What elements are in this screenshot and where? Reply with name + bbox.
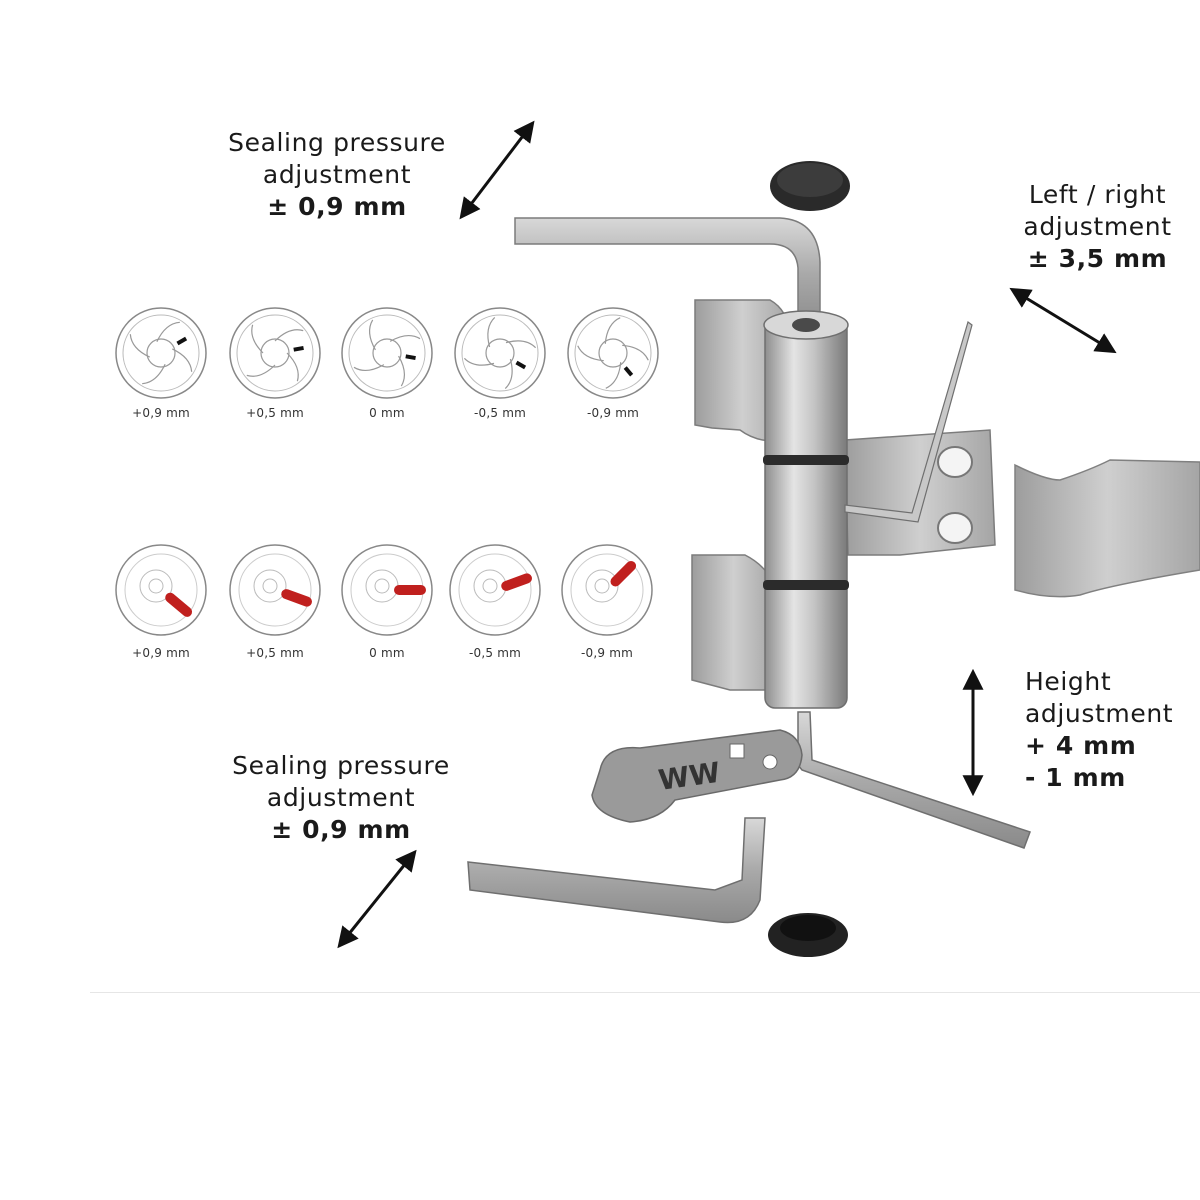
cam-bottom-caption: -0,5 mm: [468, 646, 521, 660]
label-value: + 4 mm: [1025, 731, 1137, 760]
cam-top-3: [454, 307, 546, 399]
cam-bottom-2: [341, 544, 433, 636]
label-line: adjustment: [1025, 699, 1174, 728]
label-line: Height: [1025, 667, 1112, 696]
label-value: ± 0,9 mm: [271, 815, 411, 844]
cam-bottom-caption: +0,5 mm: [246, 646, 304, 660]
seal-top-arrow: [459, 120, 535, 220]
lower-allen-key: [467, 817, 766, 924]
cam-bottom-3: [449, 544, 541, 636]
label-line: Left / right: [1028, 180, 1167, 209]
seal-bottom-arrow: [337, 849, 417, 949]
label-line: Sealing pressure: [228, 128, 446, 157]
cam-top-0: [115, 307, 207, 399]
sash-profile: [1014, 459, 1200, 598]
cam-bottom-1: [229, 544, 321, 636]
cam-bottom-caption: -0,9 mm: [580, 646, 633, 660]
cam-top-caption: -0,5 mm: [473, 406, 526, 420]
bottom-allen-key: [797, 711, 1031, 849]
label-value: ± 3,5 mm: [1027, 244, 1168, 273]
label-line: adjustment: [1023, 212, 1172, 241]
cam-row-top: [115, 307, 659, 399]
label-sealing-pressure-bottom: Sealing pressure adjustment ± 0,9 mm: [216, 750, 466, 846]
side-allen-key: [844, 321, 973, 523]
label-sealing-pressure-top: Sealing pressure adjustment ± 0,9 mm: [212, 127, 462, 223]
cam-top-caption: +0,5 mm: [246, 406, 304, 420]
cam-bottom-caption: 0 mm: [369, 646, 405, 660]
label-line: Sealing pressure: [232, 751, 450, 780]
label-value: - 1 mm: [1025, 763, 1126, 792]
label-line: adjustment: [266, 783, 416, 812]
divider-line: [90, 992, 1200, 993]
cam-top-4: [567, 307, 659, 399]
cam-bottom-caption: +0,9 mm: [132, 646, 190, 660]
cam-top-caption: +0,9 mm: [132, 406, 190, 420]
wrench-tool: WW: [591, 729, 803, 823]
cam-top-caption: 0 mm: [369, 406, 405, 420]
label-left-right: Left / right adjustment ± 3,5 mm: [1005, 179, 1190, 275]
label-height: Height adjustment + 4 mm - 1 mm: [1025, 666, 1200, 794]
label-value: ± 0,9 mm: [267, 192, 407, 221]
hinge-barrel: [764, 317, 848, 709]
cam-top-2: [341, 307, 433, 399]
frame-leaf-bottom: [691, 554, 776, 691]
cam-bottom-0: [115, 544, 207, 636]
left-right-arrow: [1009, 287, 1117, 354]
cam-top-1: [229, 307, 321, 399]
cam-top-caption: -0,9 mm: [586, 406, 639, 420]
cam-bottom-4: [561, 544, 653, 636]
label-line: adjustment: [262, 160, 412, 189]
cam-row-bottom: [115, 544, 653, 636]
